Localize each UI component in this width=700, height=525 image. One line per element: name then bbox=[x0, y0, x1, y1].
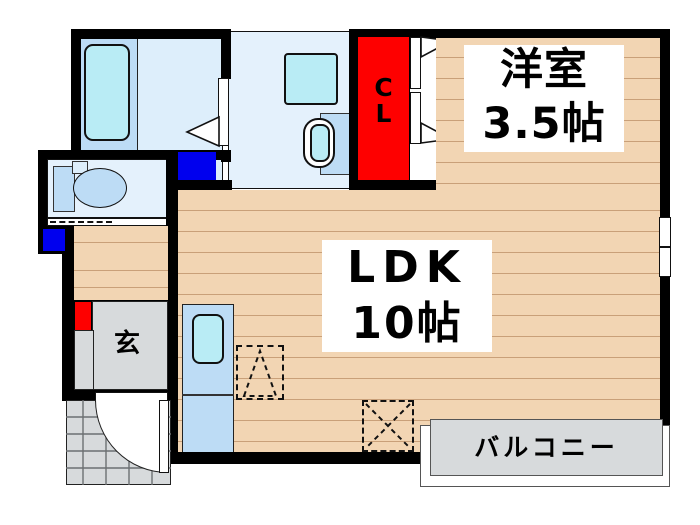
wall-bath-right-lower bbox=[221, 150, 231, 162]
balcony-slab bbox=[430, 419, 663, 476]
wall-entry-left bbox=[62, 290, 74, 400]
entrance-door-leaf[interactable] bbox=[159, 400, 169, 473]
ldk-side-window-mullion bbox=[659, 246, 671, 248]
bedroom-size-label: 3.5帖 bbox=[464, 97, 624, 152]
wall-bath-left bbox=[71, 29, 81, 159]
ldk-name-text: LDK bbox=[347, 241, 467, 293]
wall-bedroom-top bbox=[430, 29, 670, 38]
storage-marker-hall bbox=[176, 152, 216, 180]
wall-top-left bbox=[71, 29, 231, 39]
storage-marker-left bbox=[43, 229, 65, 251]
bath-door-swing-icon bbox=[185, 115, 220, 148]
wall-entry-left-notch bbox=[62, 253, 74, 295]
closet-door-panel-bottom[interactable] bbox=[410, 92, 421, 144]
balcony-label-text: バルコニー bbox=[474, 433, 619, 463]
bedroom-name-text: 洋室 bbox=[500, 45, 588, 96]
wall-hall-notch bbox=[166, 180, 232, 192]
balcony-label: バルコニー bbox=[430, 430, 663, 466]
ldk-name-label: LDK bbox=[322, 240, 492, 296]
hall-floor bbox=[74, 226, 168, 256]
wall-toilet-left bbox=[38, 150, 48, 228]
ldk-size-text: 10帖 bbox=[351, 297, 463, 349]
entry-hall-floor bbox=[74, 254, 168, 300]
range-hood-vent-icon bbox=[242, 348, 278, 397]
bath-door-panel[interactable] bbox=[218, 78, 229, 146]
kitchen-counter-split bbox=[182, 394, 234, 396]
kitchen-sink-icon bbox=[192, 314, 224, 364]
toilet-bowl-icon bbox=[73, 168, 127, 208]
wall-ldk-bottom-mid bbox=[276, 452, 424, 464]
closet-label-line1: C bbox=[374, 72, 393, 102]
washbasin-icon bbox=[310, 124, 330, 162]
ldk-size-label: 10帖 bbox=[322, 296, 492, 352]
range-hood-icon bbox=[236, 345, 284, 400]
closet-cl bbox=[357, 36, 410, 182]
bedroom-size-text: 3.5帖 bbox=[482, 98, 606, 149]
wall-closet-bottom bbox=[349, 180, 436, 190]
toilet-door-dash bbox=[50, 221, 112, 223]
wall-right-lower bbox=[660, 207, 670, 458]
wall-closet-left bbox=[349, 29, 358, 189]
entrance-label: 玄 bbox=[96, 326, 158, 362]
entrance-tataki-left bbox=[74, 330, 94, 390]
bedroom-name-label: 洋室 bbox=[464, 45, 624, 97]
wall-bath-right bbox=[221, 29, 231, 79]
wall-ldk-bottom-left bbox=[166, 452, 276, 464]
entrance-tataki bbox=[92, 301, 168, 390]
wall-closet-frame bbox=[352, 29, 436, 39]
washing-machine-pan-icon bbox=[284, 53, 338, 105]
closet-label-line2: L bbox=[375, 99, 392, 128]
closet-label: C L bbox=[357, 68, 410, 134]
wall-toilet-top bbox=[38, 150, 82, 160]
air-conditioner-cross-icon bbox=[365, 403, 411, 449]
wall-right-upper bbox=[660, 29, 670, 207]
bathtub-icon bbox=[84, 44, 130, 141]
air-conditioner-marker bbox=[362, 400, 414, 452]
wall-bath-bottom bbox=[71, 150, 231, 160]
entrance-label-text: 玄 bbox=[113, 328, 140, 359]
closet-door-panel-top[interactable] bbox=[410, 37, 421, 89]
